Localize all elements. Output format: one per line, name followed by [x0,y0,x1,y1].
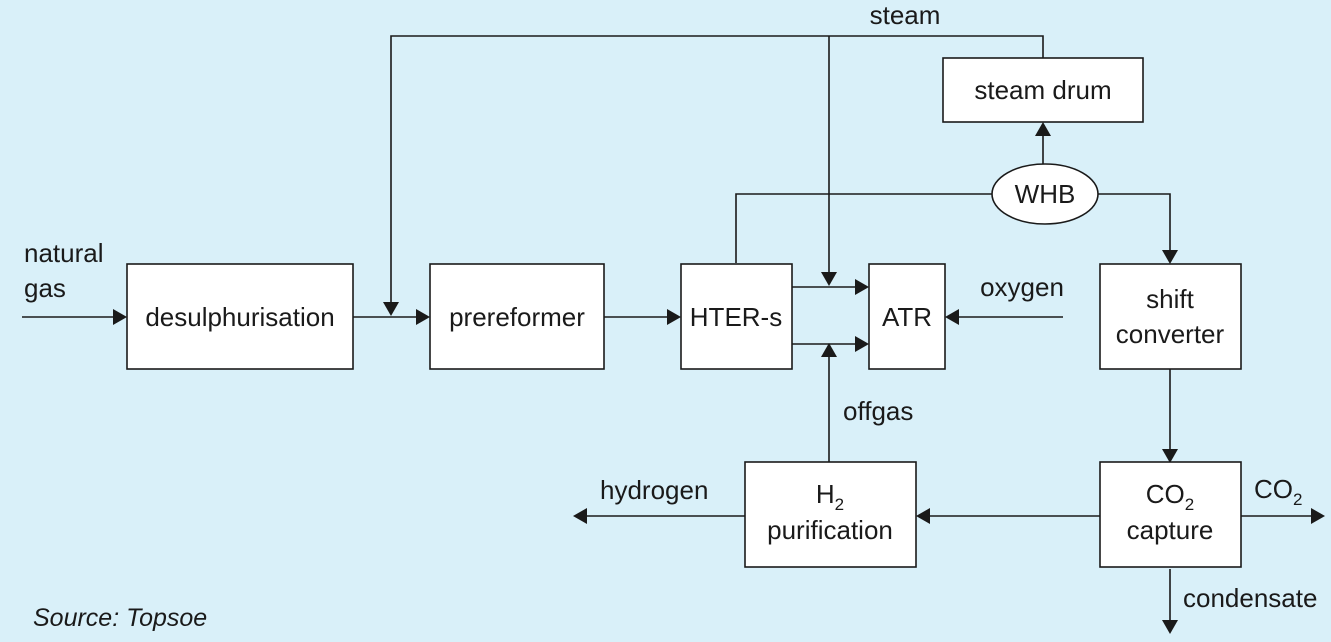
label-condensate: condensate [1183,583,1317,613]
label-co2-subscript: 2 [1185,495,1194,514]
unit-hter-s: HTER-s [680,263,793,370]
label-co2-capture-line1: CO2 [1146,479,1194,514]
label-co2-main: CO [1146,479,1185,509]
unit-atr: ATR [868,263,946,370]
arrow-oxygen-in [945,309,959,325]
stream-labels: natural gas steam oxygen offgas hydrogen… [24,0,1317,613]
unit-steam-drum: steam drum [942,57,1144,123]
connectors [22,35,1313,622]
label-natural-gas-line2: gas [24,273,66,303]
label-co2-capture-line2: capture [1127,515,1214,545]
arrow-hter-in [667,309,681,325]
arrow-natural-gas-in [113,309,127,325]
label-prereformer: prereformer [449,302,585,332]
arrowheads [113,122,1325,634]
arrow-steam-down [383,302,399,316]
label-oxygen: oxygen [980,272,1064,302]
line-whb-to-shift [1098,193,1171,250]
label-co2-stream: CO2 [1254,474,1302,509]
unit-desulphurisation: desulphurisation [126,263,354,370]
arrow-atr-upper-in [855,279,869,295]
label-h2-purification-line2: purification [767,515,893,545]
arrow-prereformer-in [416,309,430,325]
line-steam-header [390,35,1044,302]
line-hter-to-whb [735,193,992,263]
arrow-atr-lower-in [855,336,869,352]
label-desulphurisation: desulphurisation [145,302,334,332]
unit-prereformer: prereformer [429,263,605,370]
unit-whb: WHB [991,163,1099,225]
label-steam-drum: steam drum [974,75,1111,105]
arrow-steam-drum-up [1035,122,1051,136]
unit-h2-purification: H2 purification [744,461,917,568]
source-caption: Source: Topsoe [33,604,207,632]
label-steam: steam [870,0,941,30]
label-h2-purification-line1: H2 [816,479,844,514]
label-h2-subscript: 2 [835,495,844,514]
label-natural-gas-line1: natural [24,238,104,268]
arrow-shift-in [1162,250,1178,264]
arrow-condensate-out [1162,620,1178,634]
label-atr: ATR [882,302,932,332]
label-whb: WHB [1015,179,1076,209]
unit-co2-capture: CO2 capture [1099,461,1242,568]
arrow-offgas-up [821,343,837,357]
arrow-co2-out [1311,508,1325,524]
arrow-co2-capture-in [1162,449,1178,463]
label-shift-converter-line1: shift [1146,284,1194,314]
unit-shift-converter: shift converter [1099,263,1242,370]
label-hter-s: HTER-s [690,302,782,332]
label-h2-main: H [816,479,835,509]
arrow-steam-to-atr [821,272,837,286]
label-shift-converter-line2: converter [1116,319,1225,349]
label-offgas: offgas [843,396,913,426]
arrow-hydrogen-out [573,508,587,524]
label-co2-stream-main: CO [1254,474,1293,504]
arrow-h2-purification-in [916,508,930,524]
label-co2-stream-subscript: 2 [1293,490,1302,509]
label-hydrogen: hydrogen [600,475,708,505]
